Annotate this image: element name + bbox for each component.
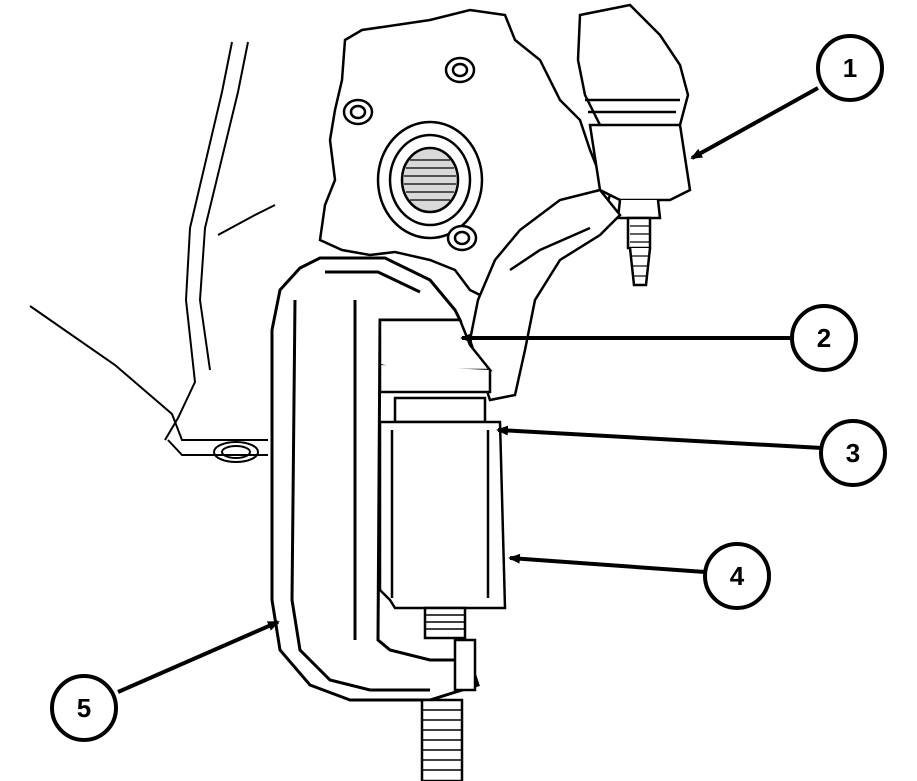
callout-2-label: 2 (817, 323, 831, 353)
leader-lines (117, 86, 823, 694)
callout-2: 2 (790, 304, 858, 372)
callout-1-label: 1 (843, 53, 857, 83)
steering-knuckle (318, 8, 612, 302)
vehicle-frame-panel (29, 41, 276, 463)
callout-5-label: 5 (77, 693, 91, 723)
callout-4-label: 4 (730, 561, 745, 591)
leader-line-4 (508, 553, 706, 574)
callout-5: 5 (50, 674, 118, 742)
receiver-cup (393, 396, 487, 424)
tie-rod-stud-threads (630, 225, 650, 277)
adapter-cylinder (378, 420, 507, 610)
callout-3: 3 (819, 419, 887, 487)
screw-threads (422, 614, 465, 771)
callout-4: 4 (703, 542, 771, 610)
leader-line-3 (496, 425, 823, 450)
leader-line-5 (117, 620, 280, 694)
steering-arm (468, 188, 622, 402)
callout-3-label: 3 (846, 438, 860, 468)
tie-rod-end (576, 3, 692, 287)
callout-1: 1 (816, 34, 884, 102)
hub-splines (404, 159, 456, 201)
leader-line-1 (690, 86, 819, 160)
ball-joint-stud (378, 318, 493, 394)
